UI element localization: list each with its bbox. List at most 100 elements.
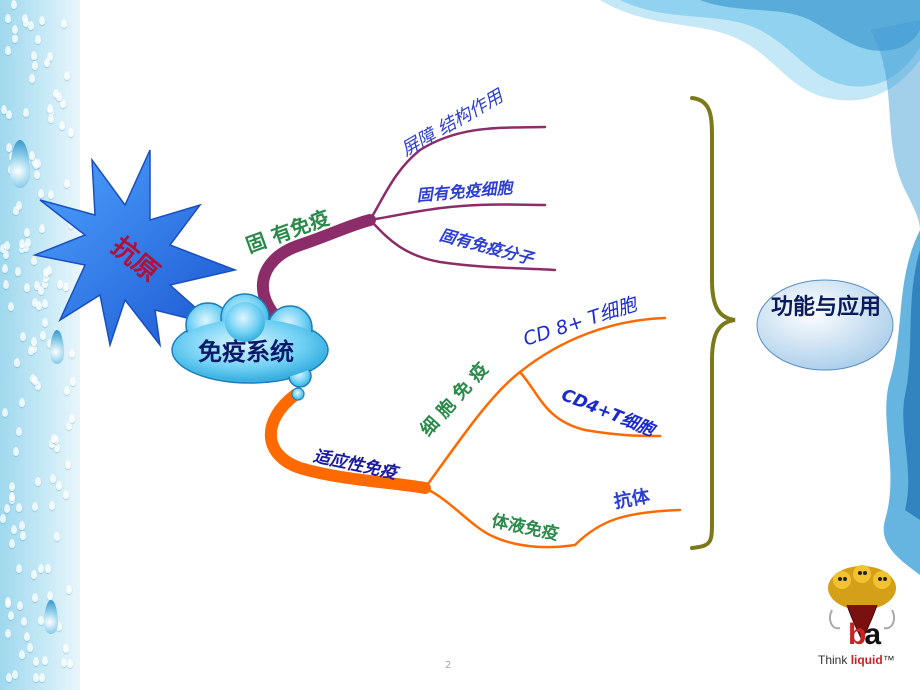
- rain-droplet: [12, 670, 18, 679]
- rain-droplet: [31, 51, 37, 60]
- rain-droplet: [38, 564, 44, 573]
- rain-droplet: [6, 110, 12, 119]
- rain-droplet: [64, 71, 70, 80]
- rain-droplet: [32, 593, 38, 602]
- water-drop-icon: [44, 600, 58, 634]
- rain-droplet: [40, 331, 46, 340]
- innate-item-molecules: 固有免疫分子: [438, 225, 538, 269]
- smoke-decoration: [600, 0, 920, 230]
- rain-droplet: [0, 244, 6, 253]
- rain-droplet: [20, 332, 26, 341]
- rain-droplet: [16, 427, 22, 436]
- rain-droplet: [35, 35, 41, 44]
- rain-droplet: [28, 346, 34, 355]
- rain-droplet: [67, 659, 73, 668]
- rain-droplet: [48, 114, 54, 123]
- rain-droplet: [2, 408, 8, 417]
- rain-droplet: [47, 104, 53, 113]
- cellular-label: 细 胞 免 疫: [416, 358, 493, 440]
- rain-droplet: [33, 673, 39, 682]
- rain-droplet: [31, 344, 37, 353]
- rain-droplet: [24, 228, 30, 237]
- function-bubble: [756, 279, 894, 371]
- rain-droplet: [16, 201, 22, 210]
- rain-droplet: [4, 241, 10, 250]
- rain-droplet: [13, 447, 19, 456]
- innate-branch: [257, 125, 557, 336]
- function-label: 功能与应用: [770, 295, 881, 320]
- rain-droplet: [14, 358, 20, 367]
- rain-droplet: [17, 601, 23, 610]
- rain-droplet: [39, 673, 45, 682]
- rain-droplet: [15, 267, 21, 276]
- center-label: 免疫系统: [198, 338, 294, 366]
- humoral-item-antibody: 抗体: [612, 485, 652, 513]
- rain-droplet: [61, 19, 67, 28]
- rain-droplet: [12, 25, 18, 34]
- rain-droplet: [29, 151, 35, 160]
- rain-droplet: [31, 337, 37, 346]
- rain-droplet: [32, 376, 38, 385]
- rain-droplet: [32, 61, 38, 70]
- rain-droplet: [16, 564, 22, 573]
- rain-droplet: [23, 243, 29, 252]
- rain-droplet: [19, 521, 25, 530]
- rain-droplet: [42, 318, 48, 327]
- water-drop-icon: [10, 140, 30, 188]
- rain-droplet: [9, 492, 15, 501]
- rain-droplet: [43, 273, 49, 282]
- rain-droplet: [43, 268, 49, 277]
- rain-droplet: [11, 0, 17, 9]
- rain-droplet: [47, 52, 53, 61]
- rain-droplet: [56, 92, 62, 101]
- rain-droplet: [69, 349, 75, 358]
- logo-letters: ba: [848, 618, 881, 651]
- rain-droplet: [11, 525, 17, 534]
- rain-droplet: [50, 474, 56, 483]
- rain-droplet: [35, 381, 41, 390]
- brace: [690, 96, 736, 550]
- rain-droplet: [29, 74, 35, 83]
- rain-droplet: [66, 585, 72, 594]
- rain-decoration: [0, 0, 80, 690]
- rain-droplet: [51, 434, 57, 443]
- rain-droplet: [39, 16, 45, 25]
- rain-droplet: [25, 238, 31, 247]
- rain-droplet: [42, 656, 48, 665]
- rain-droplet: [49, 501, 55, 510]
- cellular-item-cd8: CD 8+ T细胞: [521, 293, 642, 351]
- rain-droplet: [23, 108, 29, 117]
- rain-droplet: [46, 266, 52, 275]
- rain-droplet: [63, 490, 69, 499]
- rain-droplet: [31, 570, 37, 579]
- center-cloud: [171, 293, 329, 401]
- rain-droplet: [57, 280, 63, 289]
- rain-droplet: [8, 302, 14, 311]
- smoke-decoration: [883, 230, 920, 575]
- rain-droplet: [44, 58, 50, 67]
- rain-droplet: [32, 502, 38, 511]
- rain-droplet: [9, 482, 15, 491]
- rain-droplet: [64, 179, 70, 188]
- rain-droplet: [23, 18, 29, 27]
- rain-droplet: [38, 286, 44, 295]
- rain-droplet: [19, 650, 25, 659]
- rain-droplet: [64, 386, 70, 395]
- rain-droplet: [24, 632, 30, 641]
- rain-droplet: [66, 421, 72, 430]
- page-number: 2: [445, 660, 452, 671]
- rain-droplet: [48, 190, 54, 199]
- rain-droplet: [31, 256, 37, 265]
- rain-droplet: [49, 439, 55, 448]
- rain-droplet: [3, 250, 9, 259]
- innate-item-cells: 固有免疫细胞: [416, 178, 515, 205]
- rain-droplet: [6, 673, 12, 682]
- rain-droplet: [56, 622, 62, 631]
- rain-droplet: [27, 643, 33, 652]
- rain-droplet: [68, 128, 74, 137]
- rain-droplet: [54, 532, 60, 541]
- rain-droplet: [39, 224, 45, 233]
- rain-droplet: [42, 299, 48, 308]
- rain-droplet: [60, 99, 66, 108]
